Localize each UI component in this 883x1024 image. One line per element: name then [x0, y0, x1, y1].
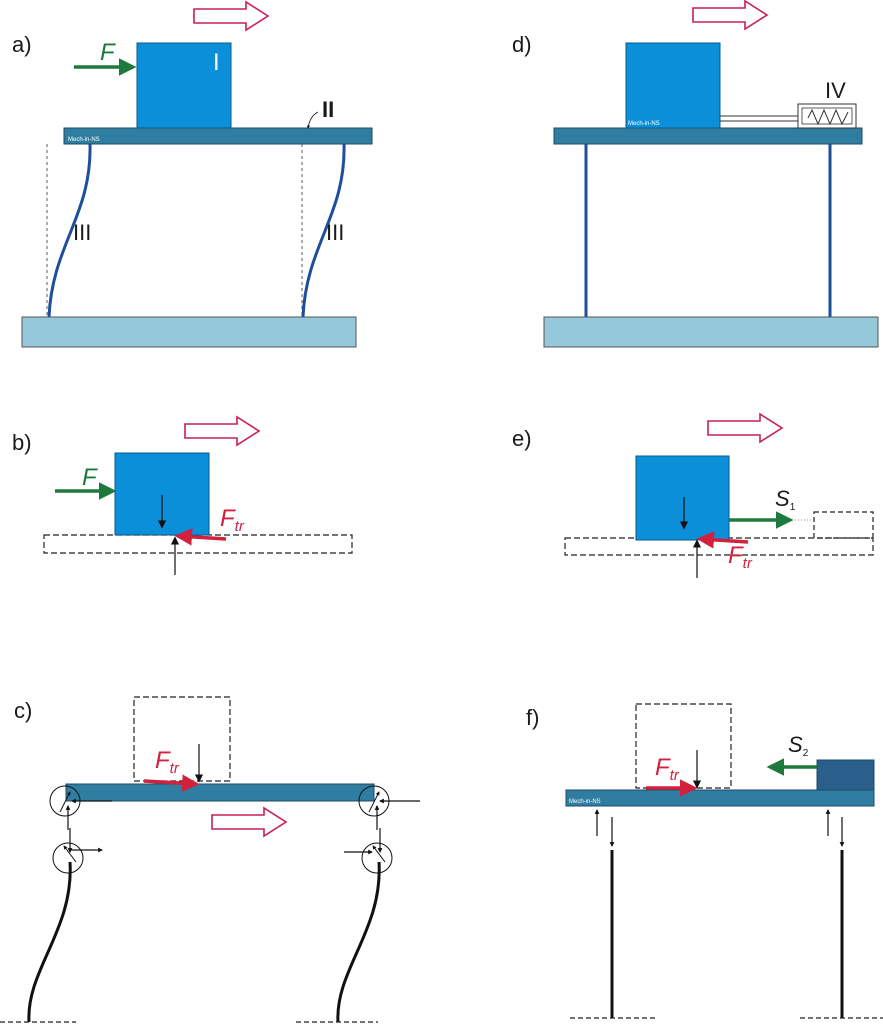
ground-slab: [543, 316, 879, 348]
friction-force-label: Ftr: [728, 542, 753, 572]
friction-force-arrow: [143, 774, 200, 792]
moment-arrow: [372, 845, 386, 863]
friction-force-label: Ftr: [655, 754, 680, 784]
watermark: Mech-in-NS: [628, 121, 660, 127]
panel-a: a) Mech-in-NS I F II III III: [12, 0, 373, 348]
friction-force-label: Ftr: [155, 747, 180, 777]
panel-e: e) S1 Ftr: [512, 412, 874, 578]
moment-arrow: [63, 845, 77, 863]
panel-label-c: c): [14, 698, 32, 723]
plate: [63, 127, 373, 145]
plate: [65, 783, 375, 802]
motion-arrow: [193, 0, 270, 32]
spring-outline: [813, 511, 874, 539]
panel-b: b) F Ftr: [12, 415, 353, 575]
applied-force-label: F: [82, 464, 98, 491]
panel-label-f: f): [526, 705, 539, 730]
column-label: III: [326, 220, 344, 245]
spring-label: IV: [825, 78, 846, 103]
panel-f: f) Mech-in-NS S2 Ftr: [526, 703, 883, 1019]
spring-mount: [816, 759, 875, 791]
column: [301, 143, 346, 318]
block: [136, 42, 232, 129]
friction-force-arrow: [174, 528, 227, 546]
watermark: Mech-in-NS: [68, 137, 100, 143]
spring-force-label: S1: [775, 486, 796, 513]
motion-arrow: [692, 0, 769, 31]
plate-label: II: [322, 97, 334, 122]
panel-label-b: b): [12, 430, 32, 455]
column: [47, 143, 92, 318]
ground-slab: [21, 316, 357, 348]
column: [27, 861, 72, 1023]
applied-force-label: F: [100, 39, 116, 66]
block-outline: [635, 703, 732, 789]
leader-line: [306, 111, 319, 129]
block: [625, 42, 721, 129]
panel-label-e: e): [512, 426, 532, 451]
spring-coil: [807, 108, 849, 126]
column: [336, 861, 381, 1023]
motion-arrow: [211, 806, 288, 838]
moment-arrow: [59, 791, 71, 813]
plate: [553, 127, 863, 145]
friction-force-arrow: [696, 531, 749, 549]
watermark: Mech-in-NS: [569, 799, 601, 805]
moment-arrow: [368, 791, 380, 813]
motion-arrow: [184, 415, 261, 447]
moment-circle: [361, 842, 393, 874]
panel-label-a: a): [12, 32, 32, 57]
column-label: III: [73, 220, 91, 245]
block-label: I: [213, 49, 220, 76]
spring-force-label: S2: [788, 732, 809, 759]
panel-d: d) Mech-in-NS IV: [512, 0, 879, 348]
moment-circle: [52, 842, 84, 874]
block: [635, 455, 730, 541]
plate: [565, 789, 875, 807]
friction-force-label: Ftr: [220, 505, 245, 535]
motion-arrow: [707, 412, 784, 444]
block-outline: [133, 696, 231, 782]
panel-c: c) Ftr: [0, 696, 420, 1023]
panel-label-d: d): [512, 32, 532, 57]
